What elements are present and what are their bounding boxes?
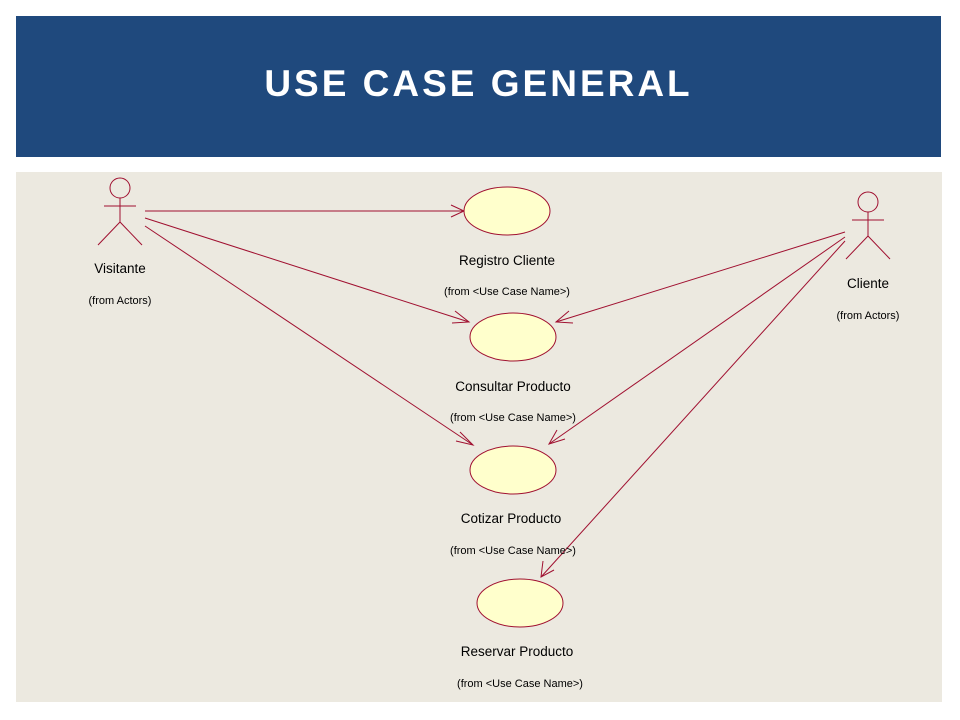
title-bar: USE CASE GENERAL	[16, 16, 941, 157]
assoc-cliente-reservar	[540, 240, 846, 578]
assoc-visitante-cotizar	[144, 225, 474, 446]
arrowhead-cotizar-right	[547, 429, 566, 445]
actor-cliente-name: Cliente	[847, 276, 889, 291]
assoc-cliente-consultar	[555, 231, 846, 323]
actor-visitante-icon	[97, 177, 143, 246]
arrowhead-consultar-left	[451, 310, 471, 324]
use-case-consultar-from: (from <Use Case Name>)	[450, 412, 576, 424]
diagram-panel	[16, 172, 942, 702]
use-case-cotizar-from: (from <Use Case Name>)	[450, 545, 576, 557]
arrowhead-consultar-right	[554, 310, 574, 324]
use-case-consultar-name: Consultar Producto	[455, 379, 571, 394]
use-case-consultar-ellipse	[469, 312, 557, 362]
use-case-registro-ellipse	[463, 186, 551, 236]
use-case-cotizar-ellipse	[469, 445, 557, 495]
slide-title: USE CASE GENERAL	[264, 62, 693, 104]
use-case-registro-name: Registro Cliente	[459, 253, 555, 268]
use-case-reservar-ellipse	[476, 578, 564, 628]
arrowhead-cotizar-left	[455, 431, 475, 446]
assoc-cliente-cotizar	[548, 236, 846, 445]
actor-visitante-from: (from Actors)	[89, 295, 152, 307]
use-case-registro-from: (from <Use Case Name>)	[444, 286, 570, 298]
assoc-visitante-consultar	[144, 217, 470, 323]
use-case-cotizar-name: Cotizar Producto	[461, 511, 562, 526]
actor-cliente-from: (from Actors)	[837, 310, 900, 322]
arrowhead-reservar	[540, 560, 555, 578]
use-case-reservar-from: (from <Use Case Name>)	[457, 678, 583, 690]
actor-visitante-name: Visitante	[94, 261, 146, 276]
use-case-reservar-name: Reservar Producto	[461, 644, 574, 659]
actor-cliente-icon	[845, 191, 891, 260]
